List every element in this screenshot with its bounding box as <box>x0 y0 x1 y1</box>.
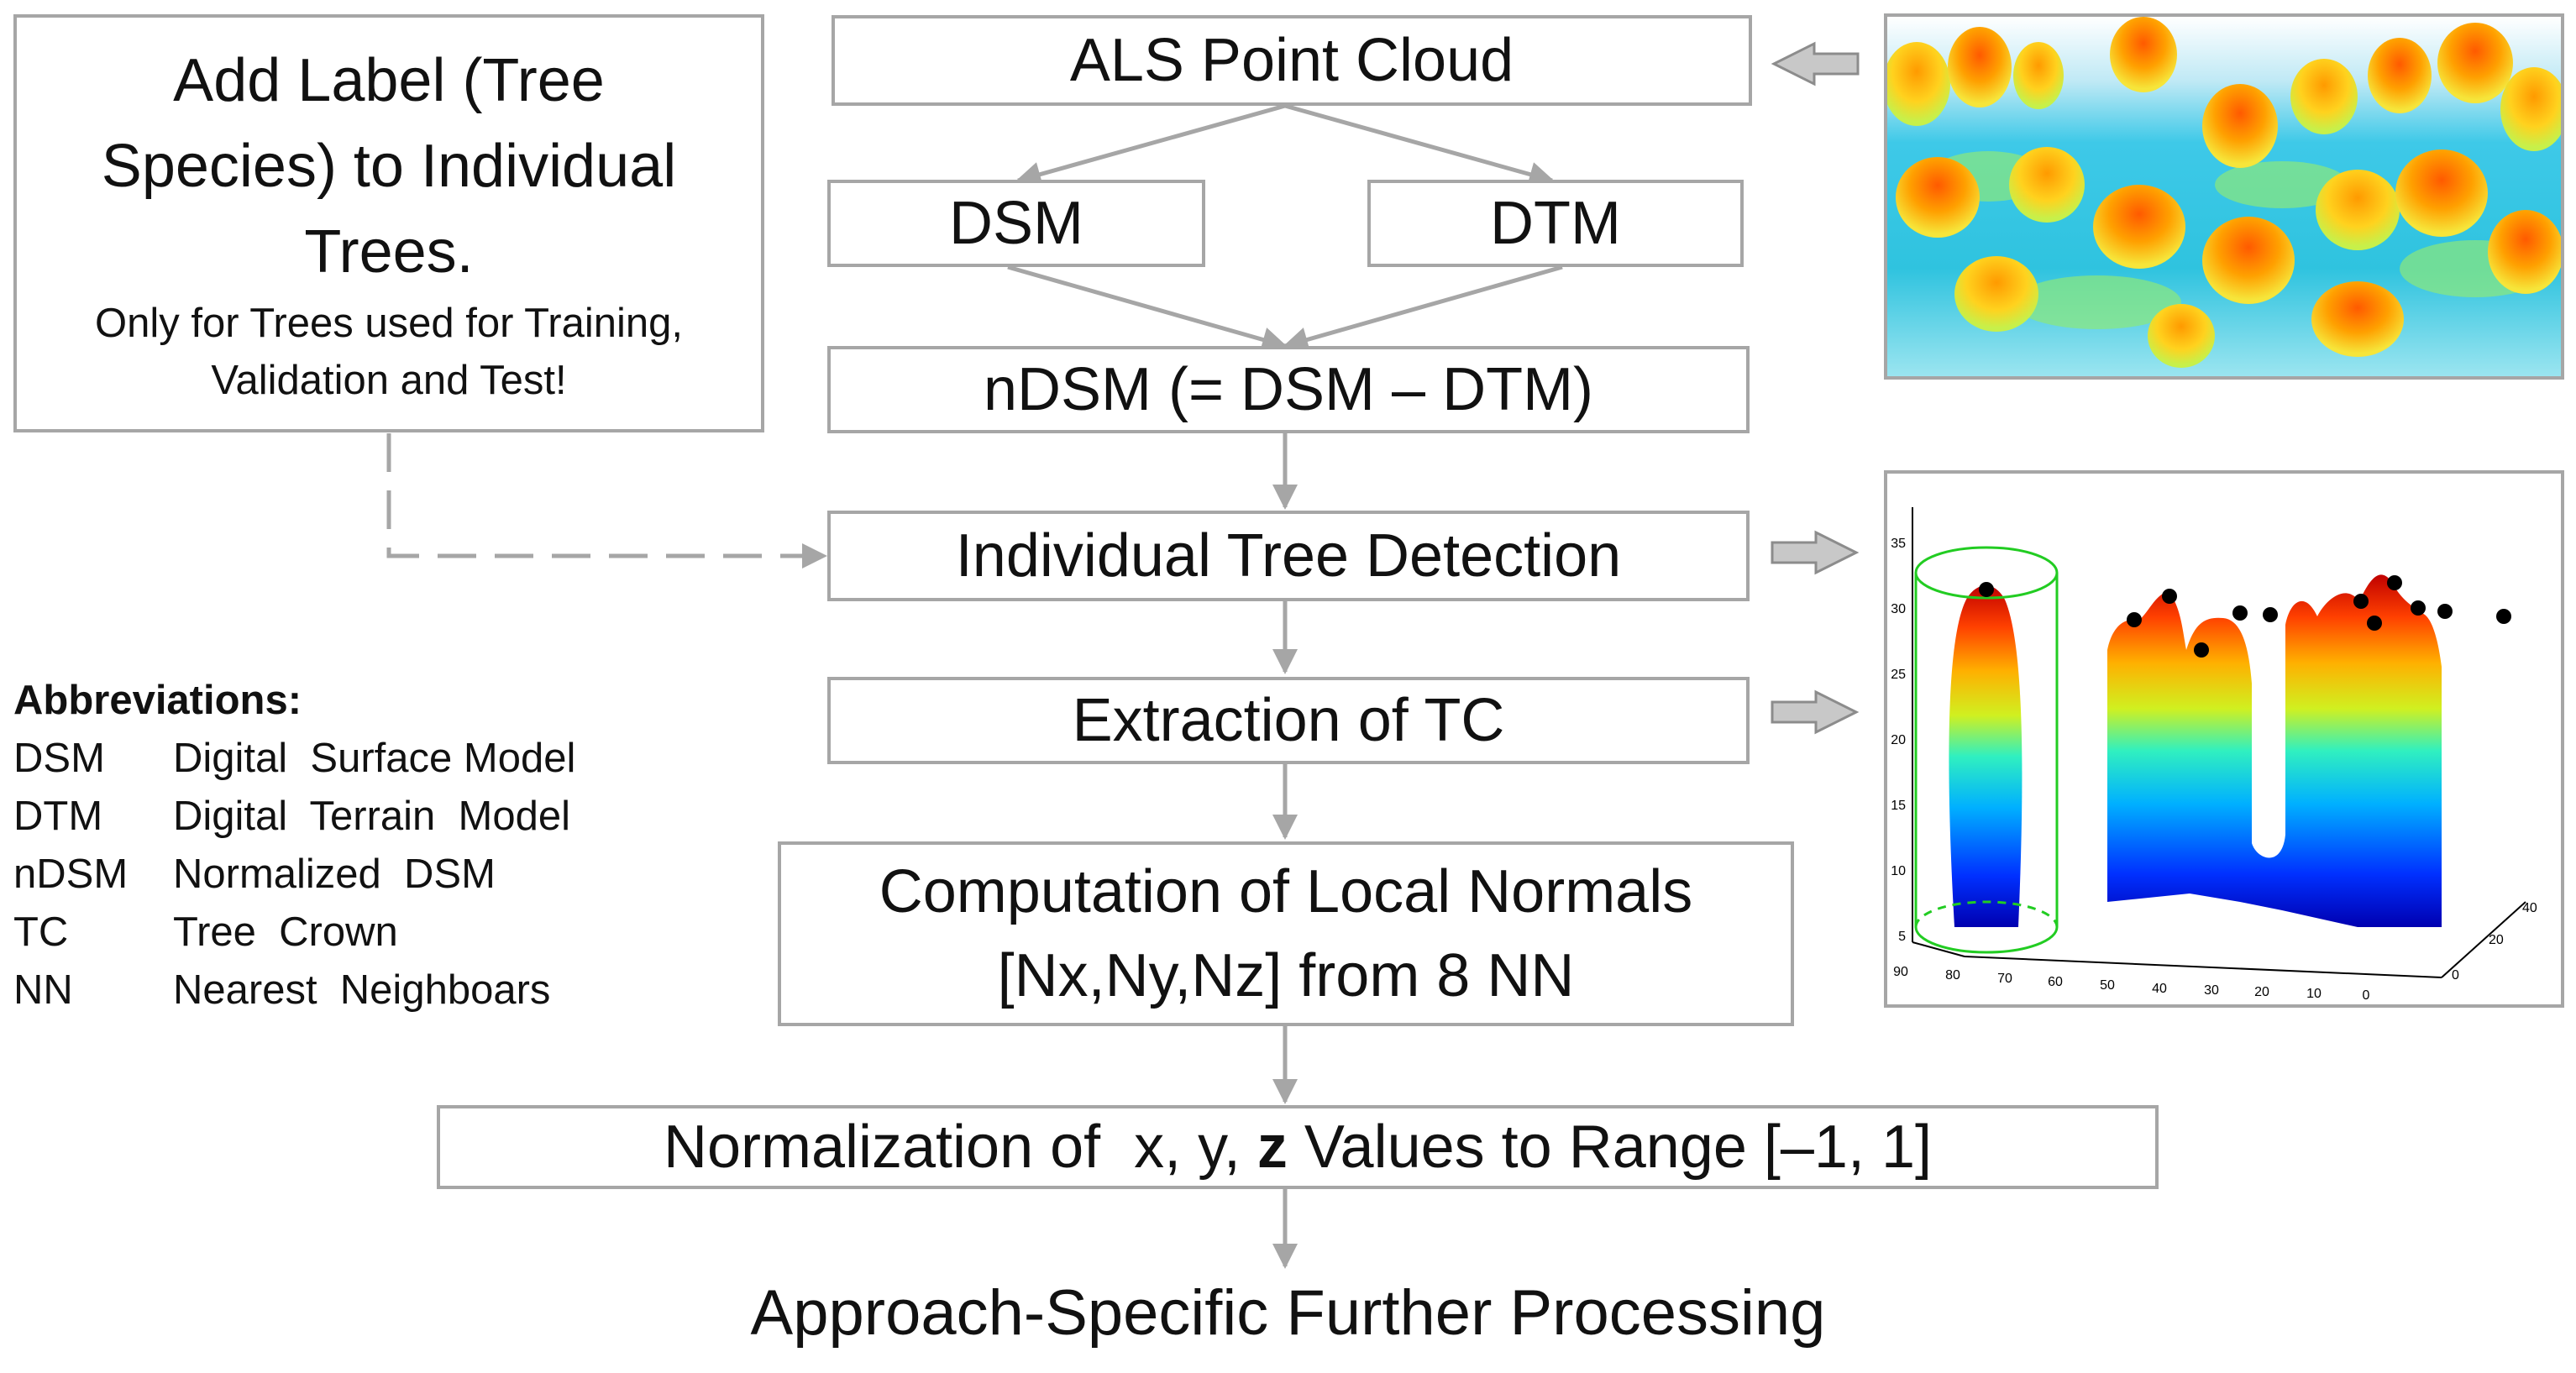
point-cloud-image <box>1884 13 2564 380</box>
normalization-box: Normalization of x, y, z Values to Range… <box>437 1105 2159 1189</box>
z-tick: 10 <box>1891 864 1906 878</box>
extraction-cylinder <box>1914 546 2059 954</box>
abbr-key: TC <box>13 909 69 955</box>
z-tick: 20 <box>1891 733 1906 747</box>
abbreviations-title: Abbreviations: <box>13 678 302 723</box>
block-arrow-itd-to-plot <box>1771 530 1860 575</box>
arrow-dsm-to-ndsm <box>1007 265 1288 353</box>
treetop-marker <box>2127 612 2142 627</box>
treetop-marker <box>1979 582 1994 597</box>
x-tick: 50 <box>2100 978 2115 993</box>
x-tick: 70 <box>1997 972 2012 986</box>
treetop-marker <box>2437 604 2453 619</box>
add-label-line3: Trees. <box>304 218 474 286</box>
dtm-box: DTM <box>1367 180 1744 267</box>
y-tick: 20 <box>2489 933 2504 947</box>
abbr-row: TC Tree Crown <box>13 904 575 962</box>
x-tick: 10 <box>2306 987 2322 1001</box>
abbr-row: NN Nearest Neighboars <box>13 962 575 1019</box>
abbr-value: Digital Terrain Model <box>173 794 570 839</box>
single-tree-crown <box>1949 585 2023 927</box>
individual-tree-detection-box: Individual Tree Detection <box>827 511 1750 601</box>
local-normals-box: Computation of Local Normals [Nx,Ny,Nz] … <box>778 841 1794 1026</box>
add-label-line1: Add Label (Tree <box>173 47 605 114</box>
x-tick: 0 <box>2363 988 2370 1003</box>
tree-top-markers <box>1979 575 2511 658</box>
dashed-label-connector <box>386 433 827 569</box>
abbr-value: Nearest Neighboars <box>173 967 551 1013</box>
x-tick: 80 <box>1945 968 1960 983</box>
normalization-suffix: Values to Range [–1, 1] <box>1287 1114 1933 1181</box>
abbr-row: DSM Digital Surface Model <box>13 730 575 788</box>
treetop-marker <box>2367 616 2382 631</box>
z-tick: 30 <box>1891 602 1906 616</box>
add-label-line2: Species) to Individual <box>101 133 677 200</box>
z-tick: 35 <box>1891 537 1906 551</box>
ndsm-label: nDSM (= DSM – DTM) <box>983 356 1594 423</box>
treetop-marker <box>2496 609 2511 624</box>
abbr-key: DSM <box>13 736 105 781</box>
extraction-of-tc-box: Extraction of TC <box>827 677 1750 764</box>
x-tick: 20 <box>2254 985 2269 999</box>
abbr-key: NN <box>13 967 73 1013</box>
z-tick: 5 <box>1898 930 1906 944</box>
block-arrow-tc-to-plot <box>1771 689 1860 735</box>
local-normals-line2: [Nx,Ny,Nz] from 8 NN <box>997 942 1575 1009</box>
z-tick: 15 <box>1891 799 1906 813</box>
abbr-key: DTM <box>13 794 103 839</box>
arrow-als-to-dtm <box>1284 103 1555 187</box>
z-tick: 25 <box>1891 668 1906 682</box>
y-tick: 0 <box>2452 968 2459 983</box>
add-label-box: Add Label (Tree Species) to Individual T… <box>13 14 764 432</box>
normalization-bold-z: z <box>1257 1114 1288 1181</box>
x-tick: 90 <box>1893 965 1908 979</box>
treetop-marker <box>2162 589 2177 604</box>
tree-crown-3d-plot: 35 30 25 20 15 10 5 90 80 70 60 50 40 30… <box>1884 470 2564 1008</box>
abbr-value: Tree Crown <box>173 909 398 955</box>
y-tick: 40 <box>2522 901 2537 915</box>
treetop-marker <box>2353 594 2369 609</box>
arrow-als-to-dsm <box>1015 103 1286 187</box>
abbr-value: Digital Surface Model <box>173 736 576 781</box>
ndsm-box: nDSM (= DSM – DTM) <box>827 346 1750 433</box>
dtm-label: DTM <box>1490 190 1621 257</box>
abbr-row: DTM Digital Terrain Model <box>13 788 575 846</box>
arrow-dtm-to-ndsm <box>1283 265 1563 353</box>
als-point-cloud-label: ALS Point Cloud <box>1069 27 1514 94</box>
x-tick: 40 <box>2152 982 2167 996</box>
abbr-key: nDSM <box>13 852 129 897</box>
individual-tree-detection-label: Individual Tree Detection <box>955 522 1622 590</box>
treetop-marker <box>2232 605 2248 621</box>
x-tick: 30 <box>2204 983 2219 998</box>
als-point-cloud-box: ALS Point Cloud <box>832 15 1752 106</box>
x-tick: 60 <box>2048 975 2063 989</box>
add-label-note1: Only for Trees used for Training, <box>95 301 683 346</box>
forest-crown-surface <box>2107 574 2442 927</box>
treetop-marker <box>2263 607 2278 622</box>
add-label-note2: Validation and Test! <box>211 358 567 403</box>
final-step-label: Approach-Specific Further Processing <box>750 1277 1826 1349</box>
normalization-label: Normalization of x, y, z Values to Range… <box>664 1113 1932 1182</box>
local-normals-line1: Computation of Local Normals <box>879 858 1693 925</box>
dsm-label: DSM <box>949 190 1083 257</box>
abbr-row: nDSM Normalized DSM <box>13 846 575 904</box>
treetop-marker <box>2411 600 2426 616</box>
normalization-prefix: Normalization of x, y, <box>663 1114 1257 1181</box>
extraction-of-tc-label: Extraction of TC <box>1072 687 1505 754</box>
abbr-value: Normalized DSM <box>173 852 496 897</box>
treetop-marker <box>2194 642 2209 658</box>
treetop-marker <box>2387 575 2402 590</box>
block-arrow-image-to-als <box>1771 41 1860 86</box>
dsm-box: DSM <box>827 180 1205 267</box>
